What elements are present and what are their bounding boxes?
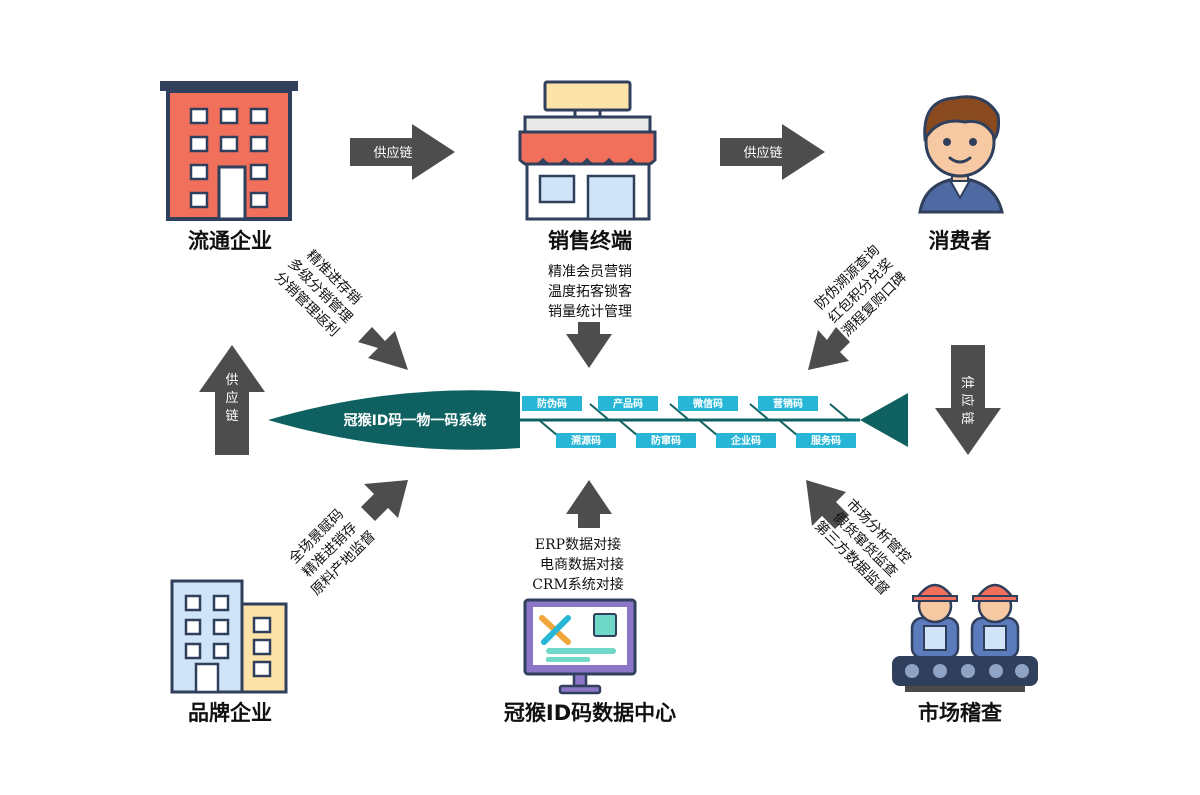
brand-label: 品牌企业 [188,701,272,725]
tag-anticounterfeit [522,396,582,411]
distribution-building-icon [160,81,298,221]
market-arrow [806,480,849,529]
tag-antidiversion [636,433,696,448]
system-head [268,390,520,450]
tag-traceability-label: 溯源码 [571,434,601,447]
supply-down-char-1: 供 [959,375,974,388]
monitor-icon [523,598,637,695]
tag-service [796,433,856,448]
supply-arrow-up: 供 应 链 [199,345,265,455]
tag-marketing [758,396,818,411]
supply-arrow-2-label: 供应链 [743,145,782,161]
tag-wechat [678,396,738,411]
supply-arrow-1-label: 供应链 [373,145,412,161]
brand-arrow [361,480,408,521]
system-title: 冠猴ID码一物一码系统 [344,412,487,429]
datacenter-note-3: CRM系统对接 [532,576,624,593]
inspectors-icon [892,583,1038,692]
tag-anticounterfeit-label: 防伪码 [537,397,567,410]
distribution-label: 流通企业 [188,229,272,253]
terminal-note-1: 精准会员营销 [548,264,632,280]
datacenter-up-arrow [566,480,612,528]
tag-enterprise [716,433,776,448]
market-label: 市场稽查 [918,701,1002,725]
terminal-label: 销售终端 [548,229,632,253]
tag-marketing-label: 营销码 [773,397,803,410]
shop-icon [518,80,657,221]
consumer-notes: 防伪溯源查询 红包积分兑奖 溯程复购口碑 [812,242,910,340]
supply-up-char-3: 链 [225,409,238,424]
distribution-notes: 精准进存销 多级分销管理 分销管理返利 [271,247,364,340]
tag-antidiversion-label: 防窜码 [651,434,681,447]
terminal-note-2: 温度拓客锁客 [548,283,632,300]
tag-traceability [556,433,616,448]
system-fishbone: 冠猴ID码一物一码系统 防伪码 产品码 微信码 营销码 溯源码 防窜码 企业码 … [268,390,908,450]
datacenter-note-1: ERP数据对接 [535,536,621,553]
tag-service-label: 服务码 [811,434,841,447]
supply-down-char-3: 链 [959,411,974,424]
supply-up-char-2: 应 [225,390,238,406]
supply-up-char-1: 供 [225,373,238,388]
supply-down-char-2: 应 [959,393,975,406]
datacenter-note-2: 电商数据对接 [540,556,624,573]
tag-product-label: 产品码 [613,397,643,410]
supply-arrow-1: 供应链 [350,124,455,180]
consumer-avatar-icon [918,95,1004,214]
tag-wechat-label: 微信码 [692,397,723,410]
supply-arrow-down: 供 应 链 [935,345,1001,455]
brand-building-icon [170,579,288,694]
system-tail [860,393,908,447]
terminal-down-arrow [566,322,612,368]
tools-icon [539,615,571,645]
consumer-arrow [808,327,850,370]
supply-arrow-2: 供应链 [720,124,825,180]
datacenter-label: 冠猴ID码数据中心 [504,701,676,725]
terminal-note-3: 销量统计管理 [548,304,632,320]
consumer-label: 消费者 [929,229,992,253]
tag-enterprise-label: 企业码 [730,434,761,447]
tag-product [598,396,658,411]
brand-notes: 全场景赋码 精准进销存 原料产地监督 [286,506,379,599]
distribution-arrow [358,327,408,370]
